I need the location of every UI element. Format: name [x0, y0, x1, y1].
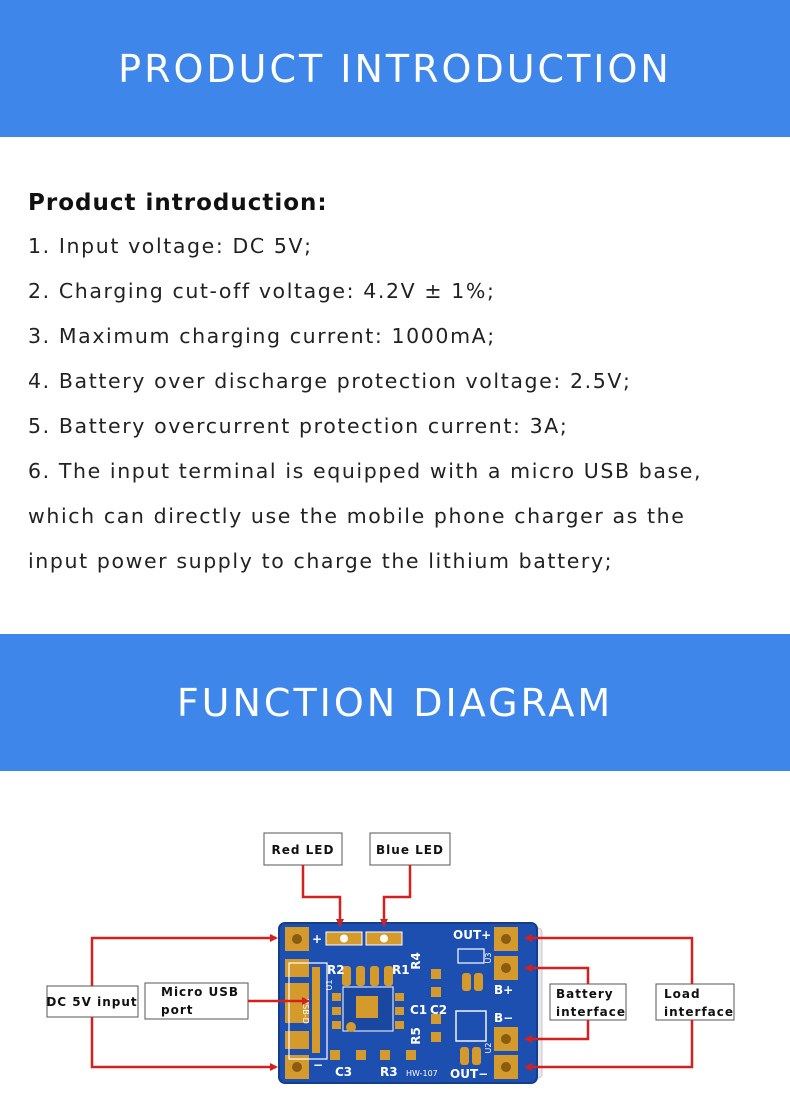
- out-minus-silk: OUT−: [450, 1067, 488, 1081]
- r1-silk: R1: [392, 963, 410, 977]
- svg-text:interface: interface: [664, 1005, 734, 1019]
- svg-text:Load: Load: [664, 987, 701, 1001]
- intro-item: 2. Charging cut-off voltage: 4.2V ± 1%;: [28, 279, 496, 303]
- intro-item: 6. The input terminal is equipped with a…: [28, 459, 703, 483]
- plus-silk: +: [312, 932, 322, 946]
- out-plus-silk: OUT+: [453, 928, 491, 942]
- b-minus-silk: B−: [494, 1011, 513, 1025]
- minus-silk: −: [313, 1058, 323, 1072]
- pcb-board: USB-D: [278, 922, 543, 1084]
- intro-item: 3. Maximum charging current: 1000mA;: [28, 324, 496, 348]
- function-banner: FUNCTION DIAGRAM: [0, 634, 790, 771]
- svg-text:port: port: [161, 1003, 194, 1017]
- usb-silk: USB-D: [301, 998, 310, 1023]
- section-title: FUNCTION DIAGRAM: [176, 680, 614, 725]
- svg-text:DC 5V input: DC 5V input: [46, 995, 137, 1009]
- header-banner: PRODUCT INTRODUCTION: [0, 0, 790, 137]
- label-dc-input: DC 5V input: [46, 985, 139, 1018]
- svg-text:Battery: Battery: [556, 987, 614, 1001]
- model-silk: HW-107: [406, 1069, 438, 1078]
- intro-item: 4. Battery over discharge protection vol…: [28, 369, 632, 393]
- u1-silk: U1: [325, 980, 334, 991]
- svg-text:Blue LED: Blue LED: [376, 843, 444, 857]
- intro-item: 1. Input voltage: DC 5V;: [28, 234, 313, 258]
- callout-arrows: [90, 865, 694, 1071]
- intro-heading: Product introduction:: [28, 190, 328, 216]
- intro-item: which can directly use the mobile phone …: [28, 504, 686, 528]
- intro-item: 5. Battery overcurrent protection curren…: [28, 414, 569, 438]
- label-blue-led: Blue LED: [369, 832, 451, 866]
- svg-text:Micro USB: Micro USB: [161, 985, 239, 999]
- label-micro-usb: Micro USB port: [144, 982, 249, 1020]
- svg-text:Red LED: Red LED: [272, 843, 335, 857]
- b-plus-silk: B+: [494, 983, 513, 997]
- label-load: Load interface: [655, 983, 735, 1021]
- r4-silk: R4: [409, 952, 423, 970]
- c3-silk: C3: [335, 1065, 352, 1079]
- svg-text:interface: interface: [556, 1005, 626, 1019]
- page-title: PRODUCT INTRODUCTION: [118, 46, 672, 91]
- function-diagram: USB-D: [46, 832, 735, 1084]
- r3-silk: R3: [380, 1065, 398, 1079]
- u3-silk: U3: [484, 953, 493, 964]
- c2-silk: C2: [430, 1003, 447, 1017]
- u2-silk: U2: [484, 1043, 493, 1054]
- intro-item: input power supply to charge the lithium…: [28, 549, 614, 573]
- label-battery: Battery interface: [549, 983, 627, 1021]
- r5-silk: R5: [409, 1027, 423, 1045]
- c1-silk: C1: [410, 1003, 427, 1017]
- label-red-led: Red LED: [263, 832, 343, 866]
- r2-silk: R2: [327, 963, 345, 977]
- product-intro: Product introduction: 1. Input voltage: …: [28, 190, 768, 584]
